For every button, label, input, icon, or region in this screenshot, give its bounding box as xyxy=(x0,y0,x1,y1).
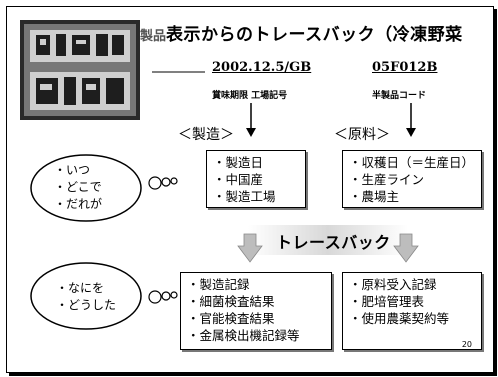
date-code: 2002.12.5/GB xyxy=(212,60,312,75)
raw-material-heading: ＜原料＞ xyxy=(334,127,390,143)
list-item: ・金属検出機記録等 xyxy=(187,328,300,343)
list-item: ・中国産 xyxy=(213,172,264,187)
list-item: ・なにを xyxy=(56,281,105,295)
package-photo xyxy=(20,20,140,120)
list-item: ・生産ライン xyxy=(349,172,425,187)
raw-info-box: ・収穫日（＝生産日） ・生産ライン ・農場主 xyxy=(342,150,482,208)
raw-records-box: ・原料受入記録 ・肥培管理表 ・使用農薬契約等 xyxy=(342,272,482,350)
list-item: ・肥培管理表 xyxy=(349,294,425,309)
list-item: ・どこで xyxy=(54,180,102,194)
traceback-label: トレースバック xyxy=(276,233,391,252)
cloud-bottom-text: ・なにを ・どうした xyxy=(56,280,116,314)
product-caption: 半製品コード xyxy=(372,91,427,101)
list-item: ・使用農薬契約等 xyxy=(349,311,450,326)
manufacturing-heading: ＜製造＞ xyxy=(178,127,234,143)
cloud-top-text: ・いつ ・どこで ・だれが xyxy=(54,162,102,213)
list-item: ・だれが xyxy=(54,197,103,211)
list-item: ・収穫日（＝生産日） xyxy=(349,155,475,170)
title-main: 表示からのトレースバック（冷凍野菜 xyxy=(166,25,463,45)
manufacturing-info-box: ・製造日 ・中国産 ・製造工場 xyxy=(206,150,306,208)
list-item: ・細菌検査結果 xyxy=(187,294,275,309)
list-item: ・いつ xyxy=(54,163,91,177)
page-number: 20 xyxy=(461,340,472,349)
title-prefix: 製品 xyxy=(140,29,167,44)
list-item: ・製造記録 xyxy=(187,277,250,292)
manufacturing-records-box: ・製造記録 ・細菌検査結果 ・官能検査結果 ・金属検出機記録等 xyxy=(180,272,332,350)
page-title: 製品表示からのトレースバック（冷凍野菜 xyxy=(140,20,463,45)
product-code: 05F012B xyxy=(372,60,438,75)
list-item: ・農場主 xyxy=(349,189,400,204)
date-caption: 賞味期限 工場記号 xyxy=(212,91,288,101)
list-item: ・製造日 xyxy=(213,155,264,170)
list-item: ・製造工場 xyxy=(213,189,276,204)
list-item: ・官能検査結果 xyxy=(187,311,275,326)
list-item: ・原料受入記録 xyxy=(349,277,437,292)
list-item: ・どうした xyxy=(56,298,117,312)
